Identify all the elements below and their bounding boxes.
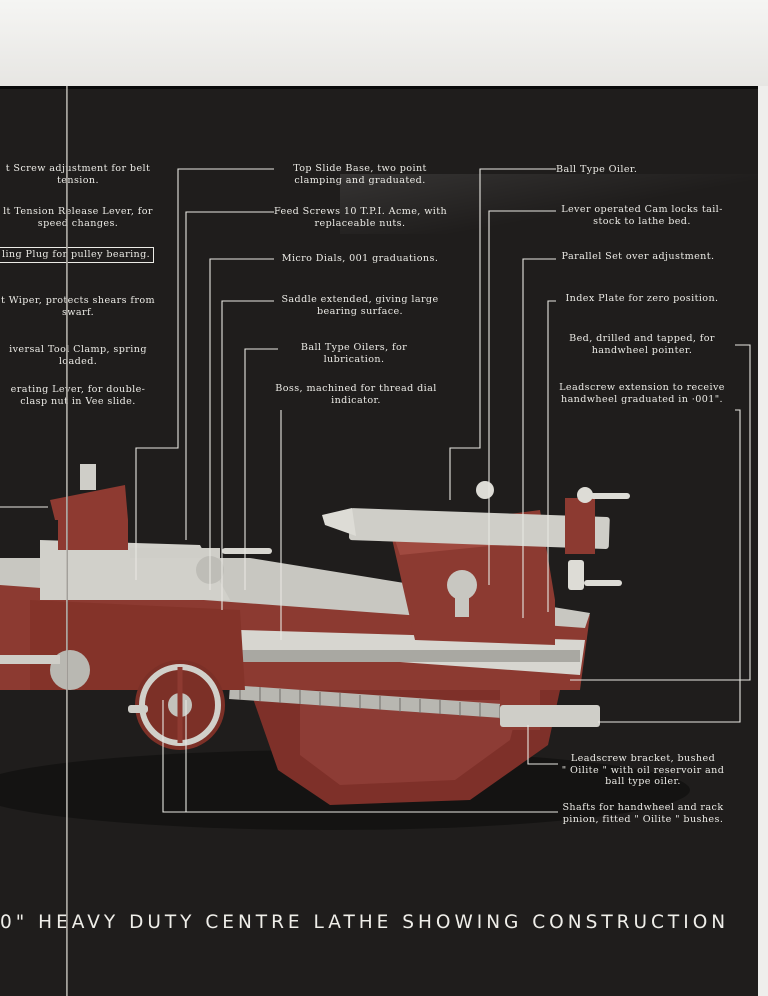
caption-index-plate: Index Plate for zero position. — [565, 293, 719, 304]
caption-ball-type-oiler: Ball Type Oiler. — [556, 164, 638, 175]
page-fold-line — [66, 86, 68, 996]
page-top-margin — [0, 0, 768, 86]
caption-operating-lever: erating Lever, for double-clasp nut in V… — [10, 384, 146, 407]
page-title: 0" HEAVY DUTY CENTRE LATHE SHOWING CONST… — [0, 912, 730, 933]
paper-crease — [340, 174, 758, 234]
caption-parallel-set-over: Parallel Set over adjustment. — [561, 251, 715, 262]
lathe-illustration — [0, 168, 751, 830]
caption-oiling-plug: ling Plug for pulley bearing. — [0, 247, 154, 263]
caption-micro-dials: Micro Dials, 001 graduations. — [281, 253, 439, 264]
caption-cam-lock-lever: Lever operated Cam locks tail-stock to l… — [561, 204, 723, 227]
caption-leadscrew-bracket: Leadscrew bracket, bushed" Oilite " with… — [561, 753, 725, 787]
